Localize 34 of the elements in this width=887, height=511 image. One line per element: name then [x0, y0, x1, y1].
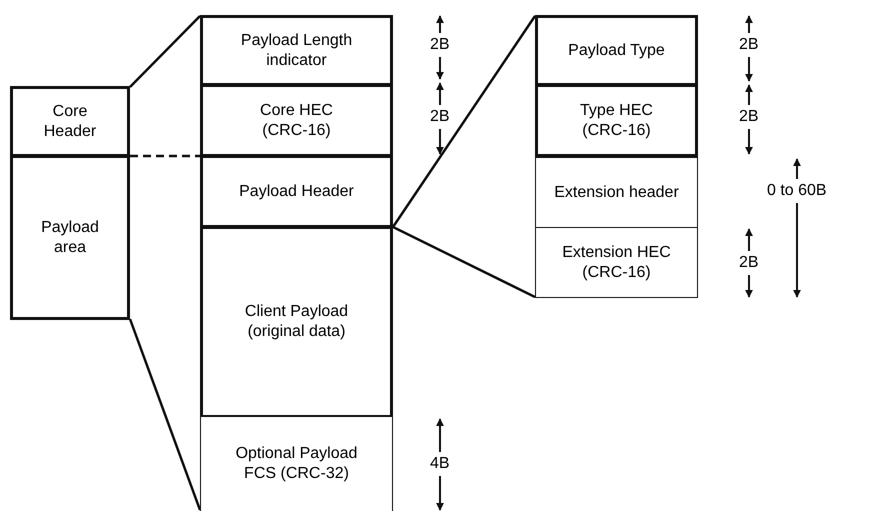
- field-label: Type HEC (CRC-16): [579, 100, 654, 140]
- field-label: Client Payload (original data): [244, 302, 350, 342]
- frame-field: [535, 15, 698, 86]
- frame-field: [200, 84, 393, 157]
- frame-field: [535, 227, 698, 298]
- field-label: Payload area: [40, 218, 100, 258]
- frame-field: [535, 84, 698, 157]
- field-label: Optional Payload FCS (CRC-32): [234, 444, 358, 484]
- frame-field: [200, 416, 393, 511]
- field-label: Core Header: [42, 102, 98, 142]
- frame-field: [535, 155, 698, 228]
- dimension-label: 0 to 60B: [767, 182, 827, 200]
- frame-field: [10, 86, 130, 157]
- frame-field: [200, 15, 393, 86]
- field-label: Payload Length indicator: [240, 30, 354, 70]
- connector-line: [129, 15, 201, 88]
- field-label: Core HEC (CRC-16): [259, 100, 334, 140]
- dimension-label: 2B: [430, 108, 450, 126]
- connector-line: [128, 318, 202, 510]
- frame-field: [200, 226, 393, 418]
- field-label: Extension header: [554, 182, 679, 202]
- frame-field: [200, 155, 393, 228]
- dimension-label: 2B: [739, 36, 759, 54]
- connector-line: [392, 15, 536, 228]
- dimension-label: 2B: [739, 254, 759, 272]
- dimension-label: 2B: [739, 108, 759, 126]
- dimension-label: 2B: [430, 36, 450, 54]
- dimension-label: 4B: [430, 455, 450, 473]
- dashed-line: [130, 154, 200, 158]
- connector-line: [392, 226, 536, 298]
- field-label: Extension HEC (CRC-16): [561, 242, 672, 282]
- field-label: Payload Type: [568, 40, 665, 60]
- field-label: Payload Header: [239, 182, 354, 202]
- frame-field: [10, 155, 130, 320]
